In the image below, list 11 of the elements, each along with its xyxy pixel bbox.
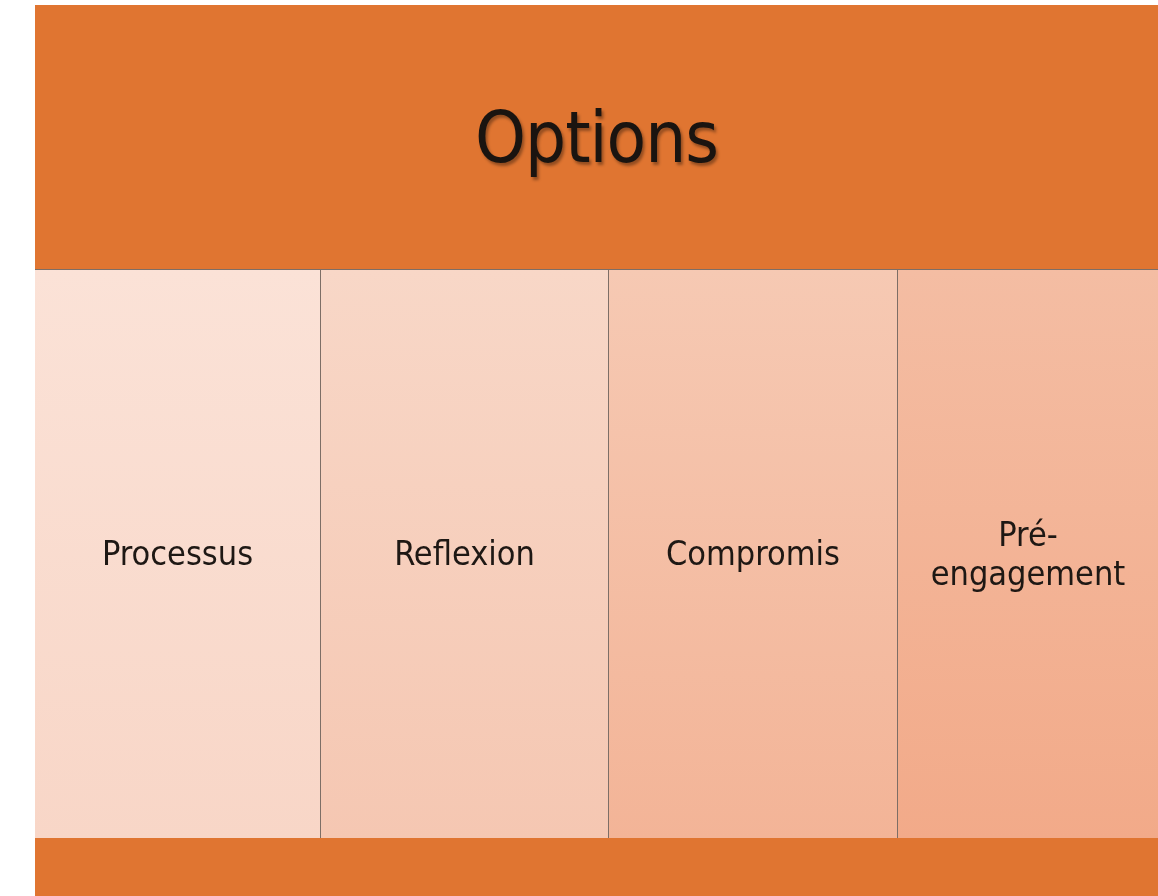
column-label: Reflexion — [394, 534, 535, 574]
column-label: Compromis — [665, 534, 841, 574]
column-label: Pré- engagement — [929, 514, 1127, 594]
header-band — [35, 5, 1158, 269]
column-label: Processus — [101, 534, 254, 574]
title-text: Options — [475, 95, 718, 179]
column-panel — [609, 269, 898, 838]
column-panel — [321, 269, 609, 838]
column-panel — [898, 269, 1158, 838]
column-panel — [35, 269, 321, 838]
footer-band — [35, 838, 1158, 896]
